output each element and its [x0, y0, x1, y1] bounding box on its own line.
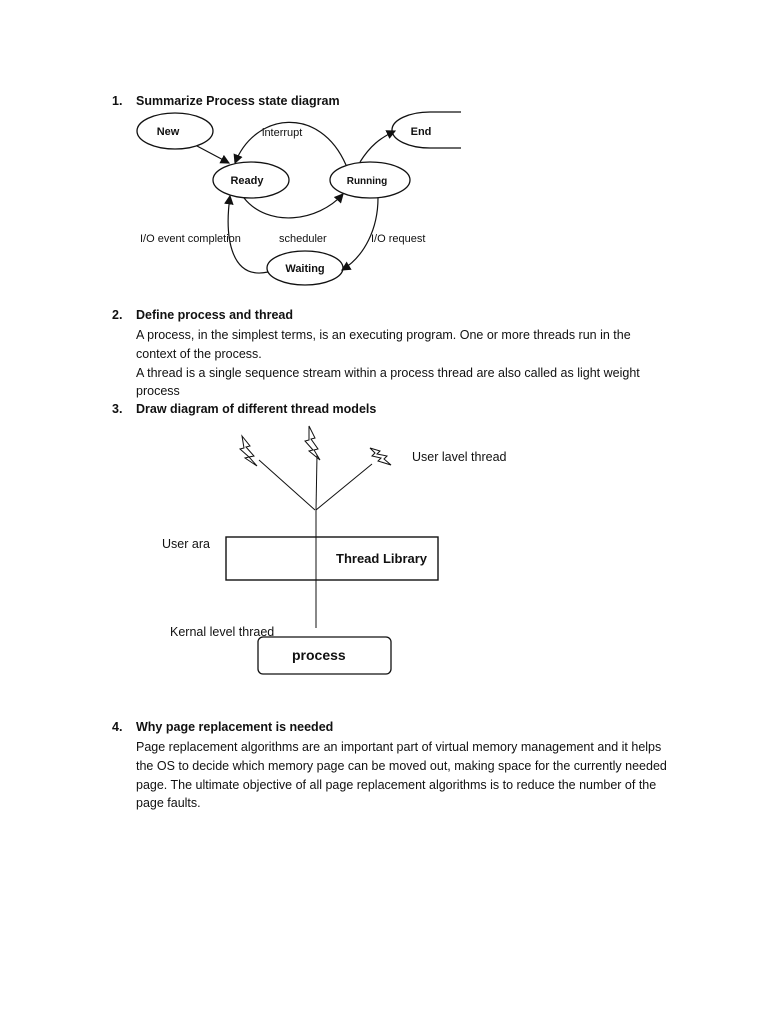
state-new-node — [136, 112, 214, 150]
q2-answer-line: A process, in the simplest terms, is an … — [136, 328, 631, 342]
q4-number: 4. — [112, 720, 123, 734]
state-new-label: New — [157, 126, 180, 138]
state-end-node — [391, 111, 461, 149]
q2-answer-line: context of the process. — [136, 346, 262, 361]
thread-connector-line — [315, 463, 373, 511]
thread-library-label: Thread Library — [336, 551, 428, 566]
process-box — [257, 636, 392, 675]
q1-title: Summarize Process state diagram — [136, 94, 340, 108]
kernel-level-thread-label: Kernal level thraed — [170, 625, 275, 639]
thread-connector-line — [315, 454, 318, 511]
edge-running-to-end — [359, 130, 397, 163]
state-end-label: End — [411, 126, 432, 138]
state-running-label: Running — [347, 176, 388, 187]
q4-answer-line: the OS to decide which memory page can b… — [136, 758, 667, 773]
edge-waiting-to-ready-io-event — [224, 194, 269, 274]
thread-lightning-icon — [238, 434, 258, 467]
edge-label-scheduler: scheduler — [279, 233, 327, 245]
thread-lightning-icon — [369, 447, 392, 466]
q3-title: Draw diagram of different thread models — [136, 402, 377, 416]
edge-label-io-request: I/O request — [371, 233, 425, 245]
user-area-label: User ara — [162, 537, 210, 551]
process-label: process — [292, 647, 346, 663]
state-running-node — [329, 161, 411, 199]
q3-number: 3. — [112, 402, 123, 416]
state-waiting-label: Waiting — [285, 263, 324, 275]
edge-ready-to-running-scheduler — [243, 193, 344, 219]
state-ready-node — [212, 161, 290, 199]
q4-answer: Page replacement algorithms are an impor… — [136, 738, 676, 813]
edge-running-to-waiting-io-request — [340, 197, 379, 271]
thread-connector-line — [258, 459, 316, 511]
q2-answer-line: A thread is a single sequence stream wit… — [136, 365, 640, 380]
q4-answer-line: page faults. — [136, 796, 201, 811]
edge-new-to-ready — [196, 145, 231, 164]
edge-running-to-ready-interrupt — [233, 121, 347, 166]
user-level-thread-label: User lavel thread — [412, 450, 507, 464]
thread-library-box — [225, 536, 439, 581]
state-ready-label: Ready — [230, 175, 264, 187]
q2-number: 2. — [112, 308, 123, 322]
q1-number: 1. — [112, 94, 123, 108]
edge-label-io-event-completion: I/O event completion — [140, 233, 241, 245]
q2-answer: A process, in the simplest terms, is an … — [136, 326, 676, 401]
q4-answer-line: page. The ultimate objective of all page… — [136, 777, 657, 792]
q2-title: Define process and thread — [136, 308, 293, 322]
q2-answer-line: process — [136, 384, 180, 399]
thread-lightning-icon — [304, 425, 321, 461]
edge-label-interrupt: interrupt — [262, 127, 302, 139]
q4-title: Why page replacement is needed — [136, 720, 334, 734]
q4-answer-line: Page replacement algorithms are an impor… — [136, 740, 662, 754]
